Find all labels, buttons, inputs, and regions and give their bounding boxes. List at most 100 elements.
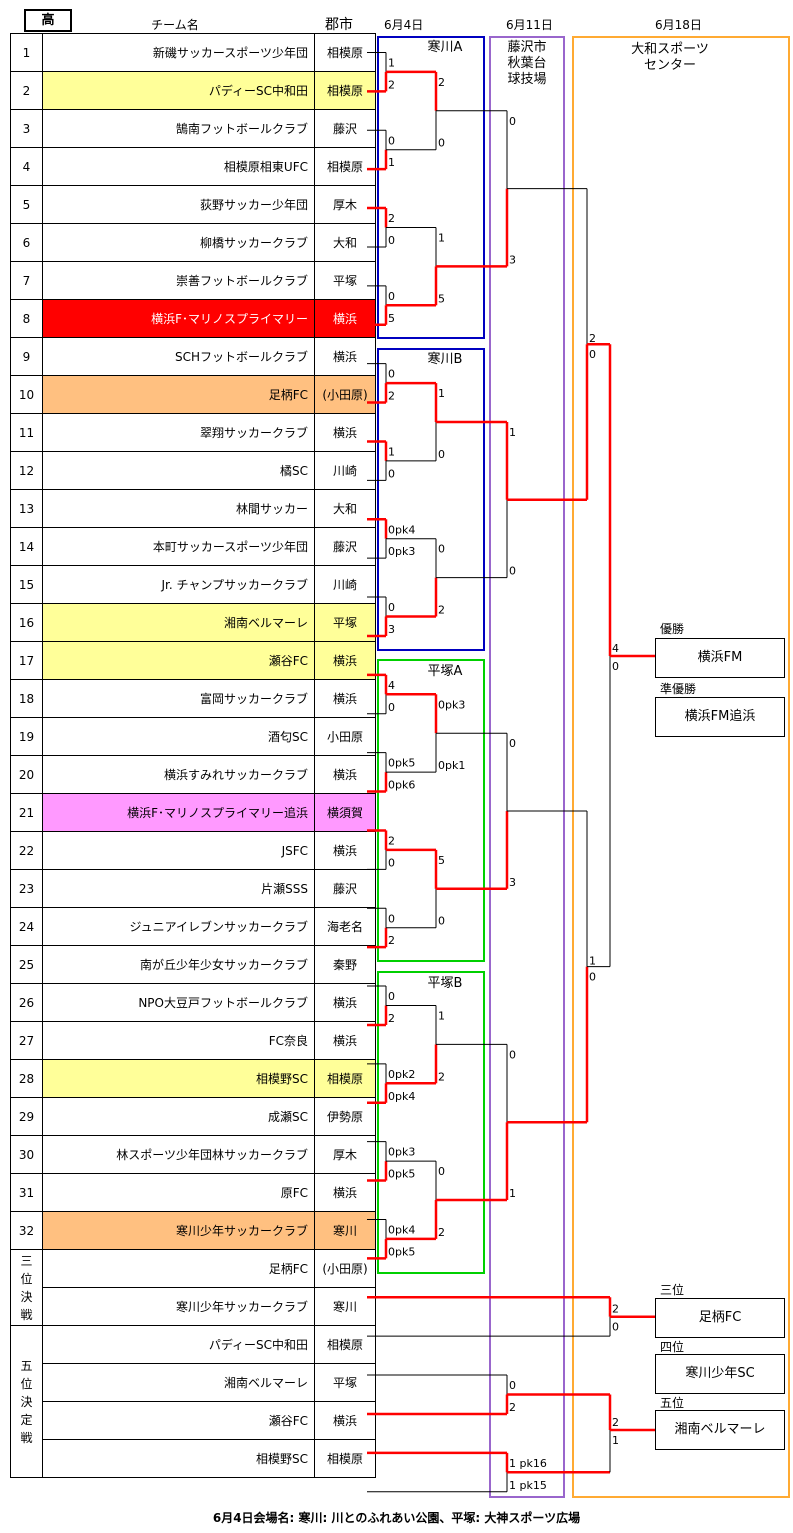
score-label: 0 — [509, 1379, 516, 1392]
table-row: 五位決定戦 パディーSC中和田 相模原 — [10, 1325, 376, 1478]
team-name: パディーSC中和田 — [42, 1325, 315, 1364]
score-label: 0 — [589, 971, 596, 984]
team-number: 20 — [10, 755, 43, 794]
score-label: 0pk4 — [388, 1223, 415, 1236]
score-label: 0 — [509, 565, 516, 578]
score-label: 0 — [438, 137, 445, 150]
score-label: 2 — [612, 1303, 619, 1316]
team-city: (小田原) — [314, 1249, 376, 1288]
score-label: 0 — [438, 1165, 445, 1178]
score-label: 2 — [509, 1401, 516, 1414]
team-name: 湘南ベルマーレ — [42, 603, 315, 642]
team-city: 相模原 — [314, 1439, 376, 1478]
venue-box-yamato — [572, 36, 790, 1498]
team-name: 崇善フットボールクラブ — [42, 261, 315, 300]
score-label: 1 — [388, 156, 395, 169]
venue-label-yamato: 大和スポーツ センター — [631, 42, 709, 73]
score-label: 1 pk16 — [509, 1457, 547, 1470]
score-label: 3 — [509, 253, 516, 266]
team-number: 26 — [10, 983, 43, 1022]
venue-footnote: 6月4日会場名: 寒川: 川とのふれあい公園、平塚: 大神スポーツ広場 — [212, 1511, 581, 1525]
team-city: 小田原 — [314, 717, 376, 756]
team-name: 寒川少年サッカークラブ — [42, 1287, 315, 1326]
team-city: 寒川 — [314, 1211, 376, 1250]
venue-label-hiratsuka-a: 平塚A — [427, 664, 463, 679]
score-label: 3 — [509, 876, 516, 889]
team-name: 瀬谷FC — [42, 641, 315, 680]
winner-box: 横浜FM — [655, 638, 785, 678]
score-label: 0 — [438, 448, 445, 461]
fourth-place-label: 四位 — [660, 1340, 685, 1354]
team-name: 荻野サッカー少年団 — [42, 185, 315, 224]
score-label: 2 — [589, 332, 596, 345]
score-label: 0 — [509, 1048, 516, 1061]
team-name: 横浜F･マリノスプライマリー — [42, 299, 315, 338]
team-number: 16 — [10, 603, 43, 642]
team-city: 横浜 — [314, 755, 376, 794]
score-label: 0pk3 — [388, 1146, 415, 1159]
score-label: 0 — [388, 990, 395, 1003]
venue-box-hiratsuka-a — [377, 659, 485, 962]
venue-label-samukawa-b: 寒川B — [427, 352, 463, 367]
team-number: 1 — [10, 33, 43, 72]
score-label: 0pk3 — [438, 698, 465, 711]
score-label: 5 — [438, 292, 445, 305]
team-city: 川崎 — [314, 565, 376, 604]
team-number: 31 — [10, 1173, 43, 1212]
team-city: 藤沢 — [314, 527, 376, 566]
team-name: 翠翔サッカークラブ — [42, 413, 315, 452]
team-number: 6 — [10, 223, 43, 262]
score-label: 0pk1 — [438, 759, 465, 772]
team-city: 横浜 — [314, 983, 376, 1022]
score-label: 0 — [388, 290, 395, 303]
score-label: 5 — [388, 312, 395, 325]
score-label: 0 — [388, 701, 395, 714]
team-number: 7 — [10, 261, 43, 300]
score-label: 0pk2 — [388, 1068, 415, 1081]
score-label: 0 — [509, 115, 516, 128]
score-label: 2 — [388, 834, 395, 847]
team-name: 瀬谷FC — [42, 1401, 315, 1440]
score-label: 0 — [612, 1321, 619, 1334]
team-city: 秦野 — [314, 945, 376, 984]
team-city: 横浜 — [314, 641, 376, 680]
team-name: 横浜すみれサッカークラブ — [42, 755, 315, 794]
team-city: 相模原 — [314, 71, 376, 110]
score-label: 1 — [509, 426, 516, 439]
team-name: 酒匂SC — [42, 717, 315, 756]
round-date-jun18: 6月18日 — [655, 18, 702, 32]
round-date-jun4: 6月4日 — [384, 18, 424, 32]
team-name: 相模原相東UFC — [42, 147, 315, 186]
score-label: 5 — [438, 854, 445, 867]
team-number: 14 — [10, 527, 43, 566]
round-date-jun11: 6月11日 — [506, 18, 553, 32]
runner-up-box: 横浜FM追浜 — [655, 697, 785, 737]
team-city: 相模原 — [314, 147, 376, 186]
score-label: 1 pk15 — [509, 1479, 547, 1492]
score-label: 0 — [612, 660, 619, 673]
team-name: 本町サッカースポーツ少年団 — [42, 527, 315, 566]
score-label: 0 — [388, 134, 395, 147]
score-label: 2 — [388, 78, 395, 91]
team-name: Jr. チャンプサッカークラブ — [42, 565, 315, 604]
team-city: 川崎 — [314, 451, 376, 490]
team-name: JSFC — [42, 831, 315, 870]
team-city: 平塚 — [314, 1363, 376, 1402]
team-name: 成瀬SC — [42, 1097, 315, 1136]
